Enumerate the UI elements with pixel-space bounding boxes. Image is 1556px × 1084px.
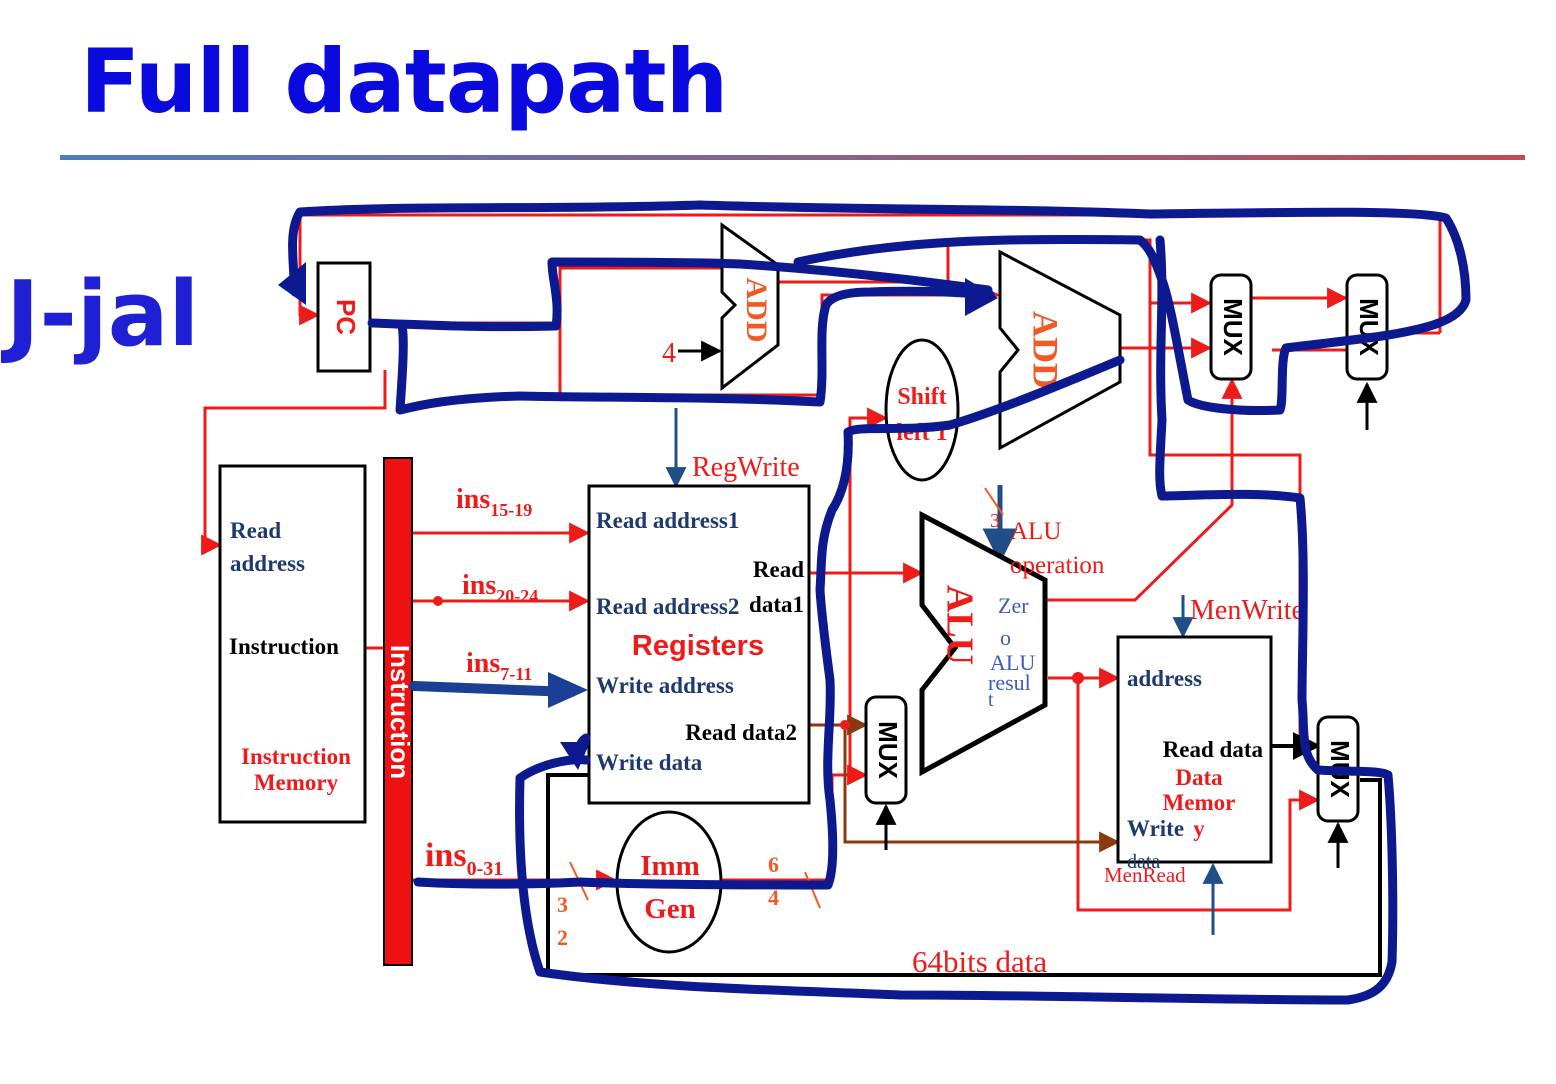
alu-zero-line2: o [1000,625,1011,650]
reg-read-data1-line2: data1 [749,592,804,617]
alu-result-line1: ALU [990,650,1035,675]
alu-result-line2: resul [988,670,1031,695]
dmem-write-line2: data [1127,851,1160,873]
regwrite-label: RegWrite [692,452,800,483]
data-bus-label: 64bits data [912,944,1047,979]
data-memory [1116,635,1273,864]
dmem-name-line3: y [1193,816,1205,841]
alu [919,510,1048,777]
instruction-bus [383,457,413,966]
imem-read-address-line2: address [230,551,305,576]
jump-mux: MUX [1345,273,1389,381]
width-64-digit1: 6 [768,852,779,877]
memread-label: MenRead [1104,863,1186,887]
svg-text:MUX: MUX [1218,298,1248,356]
width-32-digit1: 3 [557,892,568,917]
junction-dot [840,720,850,730]
alu-label: ALU [938,585,980,665]
alu-op-line2: operation [1010,552,1105,579]
reg-write-address: Write address [596,673,734,698]
imem-name-line1: Instruction [241,744,351,769]
field-label-rs2: ins20-24 [462,570,538,606]
dmem-address: address [1127,666,1202,691]
reg-file-name: Registers [632,630,764,662]
field-label-rs1: ins15-19 [456,484,532,520]
title-divider [60,155,1525,160]
branch-adder-label: ADD [1026,311,1066,389]
field-label-imm: ins0-31 [425,837,503,880]
junction-dot [1072,672,1084,684]
junction-dot [433,596,443,606]
pc-adder-label: ADD [740,278,773,343]
jal-highlight-arrowhead-writedata [560,742,590,770]
reg-read-address2: Read address2 [596,594,739,619]
shift-label-line1: Shift [897,384,946,410]
alu-src-mux: MUX [864,695,908,805]
imm-gen-line2: Gen [644,893,696,925]
alu-op-width: 3 [990,510,1000,532]
imm-gen-line1: Imm [640,850,700,882]
rd-highlight-arrow [409,681,577,697]
imem-instruction-port: Instruction [229,634,339,659]
instruction-bus-label: Instruction [385,645,415,779]
register-file [587,484,811,805]
dmem-name-line2: Memor [1163,790,1236,815]
reg-read-data2: Read data2 [685,720,797,745]
reg-read-data1-line1: Read [753,557,804,582]
jal-highlight-arrowhead-add [965,278,998,316]
dmem-read-data: Read data [1163,737,1264,762]
svg-text:MUX: MUX [1354,298,1384,356]
width-64-digit2: 4 [768,885,779,910]
alu-op-line1: ALU [1010,518,1061,545]
pc-register [316,261,372,373]
svg-text:MUX: MUX [873,721,903,779]
imem-read-address-line1: Read [230,518,281,543]
memwrite-label: MenWrite [1190,595,1304,626]
read-data2-wires [810,714,1121,853]
alu-zero-line1: Zer [998,593,1029,618]
alu-op-slash [984,487,1004,516]
shift-left-unit [884,338,960,482]
reg-read-address1: Read address1 [596,508,739,533]
field-label-rd: ins7-11 [466,648,532,684]
control-signals [665,408,1224,935]
dmem-write-line1: Write [1127,816,1184,841]
jal-highlight-arrowhead-pc [278,262,306,305]
pc-label: PC [331,299,361,335]
branch-mux: MUX [1209,273,1253,381]
imem-name-line2: Memory [254,770,339,795]
mux-select-arrows [678,340,1378,868]
rd-highlight-arrowhead [548,672,588,708]
instruction-memory [218,464,367,824]
width-32-digit2: 2 [557,925,568,950]
instruction-type-label: J-jal [6,262,200,367]
page-title: Full datapath [80,30,728,133]
dmem-name-line1: Data [1175,765,1223,790]
constant-four: 4 [662,338,676,369]
reg-write-data: Write data [596,750,703,775]
alu-result-line3: t [988,689,994,711]
